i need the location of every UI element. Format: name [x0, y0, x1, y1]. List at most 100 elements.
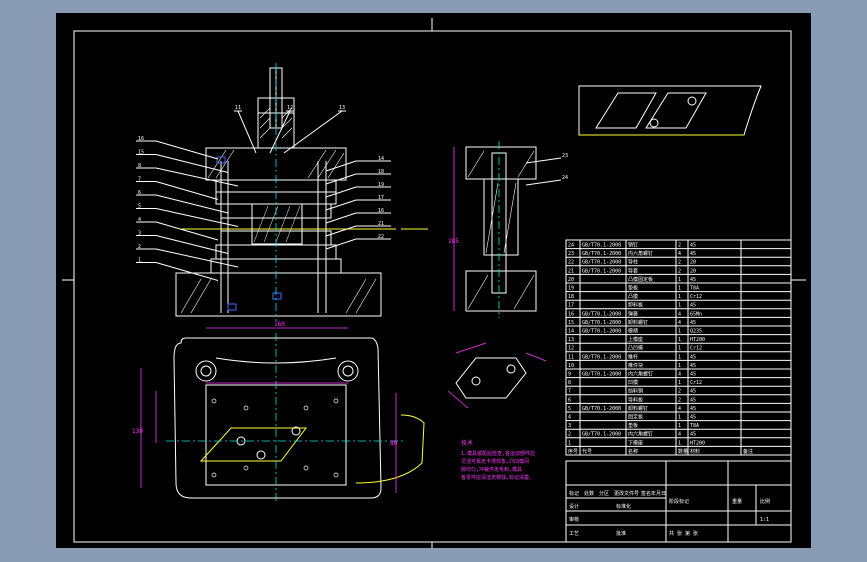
part-label: 15	[138, 150, 144, 156]
tb-standard: 标准化	[616, 503, 631, 510]
bom-cell: 1	[678, 380, 681, 386]
bom-cell: 4	[678, 372, 681, 378]
bom-cell: 卸料螺钉	[628, 405, 648, 412]
bom-cell: 7	[568, 389, 571, 395]
bom-cell: 10	[568, 363, 574, 369]
leader-line	[237, 110, 257, 154]
workpiece-detail	[447, 342, 547, 409]
bom-row: 11 GB/T70.1-2000 推杆 1 45	[568, 353, 696, 360]
bom-cell: T8A	[690, 286, 699, 292]
bom-cell: 17	[568, 303, 574, 309]
bom-cell: 13	[568, 337, 574, 343]
bom-cell: 1	[678, 277, 681, 283]
bom-cell: 45	[690, 320, 696, 326]
leader-line	[155, 262, 219, 281]
leader-line	[155, 235, 229, 254]
bom-cell: 垫板	[628, 285, 638, 292]
bom-cell: 2	[678, 397, 681, 403]
bom-cell: 内六角螺钉	[628, 250, 653, 257]
bom-cell: 45	[690, 432, 696, 438]
part-label: 7	[138, 177, 141, 183]
bom-cell: GB/T70.1-2000	[582, 329, 621, 335]
dim-side-height: 185	[448, 238, 459, 245]
tb-weight: 重量	[732, 498, 742, 505]
leader-line	[325, 160, 357, 172]
bom-cell: 20	[690, 268, 696, 274]
bom-cell: GB/T70.1-2000	[582, 320, 621, 326]
bom-cell: 1	[678, 415, 681, 421]
bom-cell: 4	[568, 415, 571, 421]
bom-cell: 推件块	[628, 362, 643, 369]
leader-line	[325, 199, 357, 211]
bom-row: 19 垫板 1 T8A	[568, 285, 699, 292]
bom-cell: 导料板	[628, 396, 643, 403]
bom-cell: 导柱	[628, 259, 638, 266]
bom-cell: 16	[568, 311, 574, 317]
bom-cell: HT200	[690, 440, 705, 446]
bom-header-cell: 名称	[628, 448, 638, 455]
bom-cell: GB/T70.1-2000	[582, 354, 621, 360]
bom-cell: Cr12	[690, 346, 702, 352]
part-label: 21	[378, 221, 384, 227]
bom-cell: 11	[568, 354, 574, 360]
bom-header-cell: 序号	[568, 448, 578, 455]
bom-cell: 模柄	[628, 328, 638, 335]
bom-cell: 19	[568, 286, 574, 292]
bom-cell: 1	[678, 337, 681, 343]
plan-view: 160 130 80	[132, 321, 425, 503]
bom-cell: 45	[690, 303, 696, 309]
dim-width-top: 160	[274, 321, 285, 328]
bom-cell: GB/T70.1-2000	[582, 406, 621, 412]
bom-cell: 卸料板	[628, 302, 643, 309]
bom-cell: 45	[690, 243, 696, 249]
bom-cell: 推杆	[628, 353, 638, 360]
part-label: 18	[378, 169, 384, 175]
bom-cell: 2	[678, 243, 681, 249]
part-label: 1	[138, 258, 141, 264]
leader-line	[155, 181, 219, 200]
tb-zone: 分区	[599, 490, 609, 497]
leader-line	[283, 110, 343, 154]
bom-cell: 15	[568, 320, 574, 326]
bom-cell: 45	[690, 389, 696, 395]
bom-cell: 21	[568, 268, 574, 274]
bom-cell: 45	[690, 415, 696, 421]
bom-cell: 1	[678, 286, 681, 292]
leader-line	[325, 212, 357, 224]
part-label: 2	[138, 244, 141, 250]
notes-line-3: 隙均匀,冲裁件无毛刺,模具	[461, 466, 522, 473]
tb-review: 审核	[569, 516, 579, 523]
tb-approve: 批准	[616, 530, 626, 537]
leader-line	[155, 221, 219, 241]
leader-line	[325, 186, 357, 198]
bom-cell: 1	[678, 423, 681, 429]
dim-inner: 80	[390, 440, 398, 447]
bom-cell: GB/T70.1-2000	[582, 432, 621, 438]
tb-stage: 阶段标记	[669, 498, 689, 505]
tb-sign: 签名	[641, 490, 651, 497]
part-label: 5	[138, 204, 141, 210]
bom-cell: 垫板	[628, 422, 638, 429]
part-label: 22	[378, 234, 384, 240]
bom-cell: 1	[678, 329, 681, 335]
bom-cell: 1	[678, 354, 681, 360]
tb-sheets: 共 张 第 张	[669, 530, 698, 537]
bom-cell: 挡料销	[628, 388, 643, 395]
bom-cell: Q235	[690, 329, 702, 335]
bom-cell: 45	[690, 354, 696, 360]
main-section-view	[175, 63, 428, 321]
bom-header-cell: 代号	[582, 448, 592, 455]
bom-cell: Cr12	[690, 294, 702, 300]
part-label: 24	[562, 175, 568, 181]
